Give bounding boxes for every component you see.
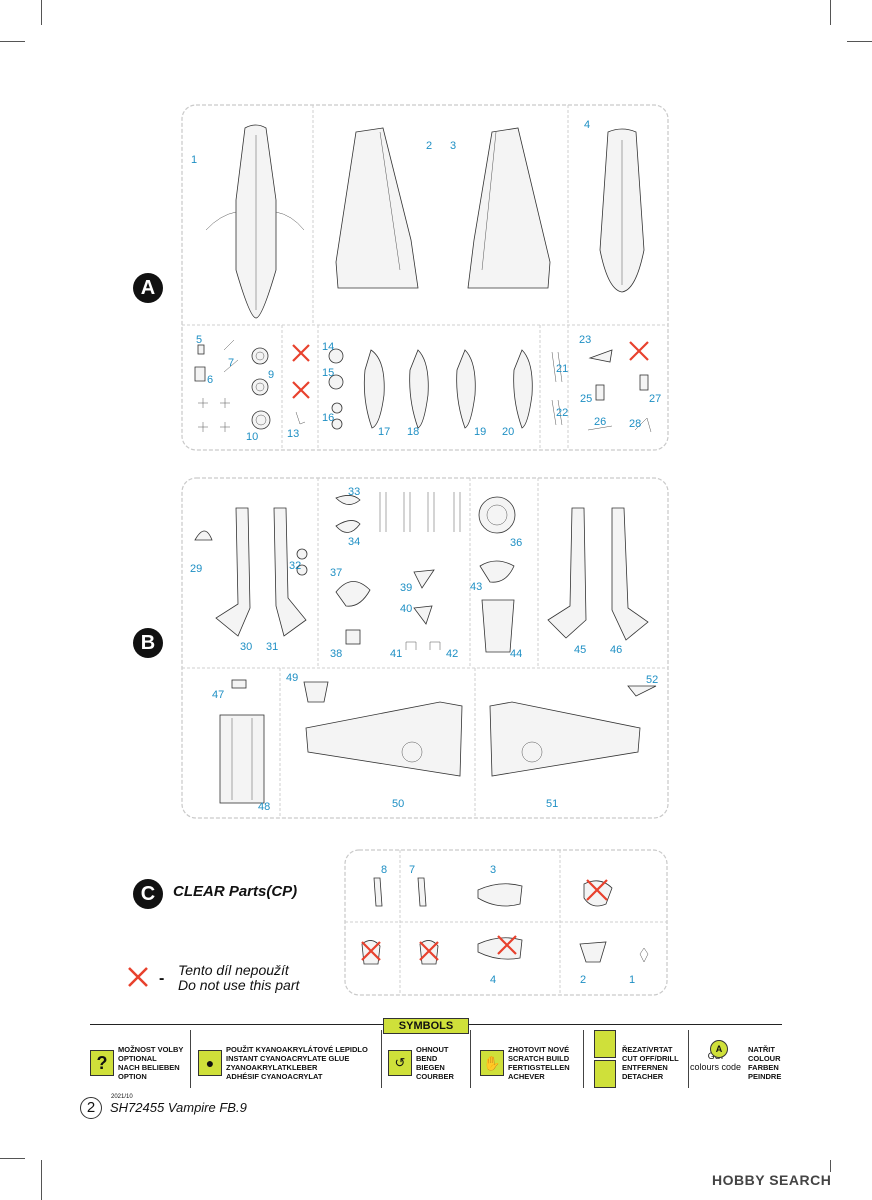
part-num: 9 [268,369,274,381]
part-num: 28 [629,418,641,430]
sprue-b [181,477,669,819]
part-num: 10 [246,431,258,443]
crop-mark [41,0,42,25]
legend-dash: - [159,970,165,987]
part-num: 31 [266,641,278,653]
part-num: 34 [348,536,360,548]
do-not-use-cross-icon [128,967,148,987]
part-num: 17 [378,426,390,438]
part-numbers: 1 2 3 4 5 6 7 9 10 13 14 15 16 17 18 19 … [190,119,661,986]
question-icon: ? [90,1050,114,1076]
paint-badge-icon: A [710,1040,728,1058]
kit-title: SH72455 Vampire FB.9 [110,1100,247,1115]
part-num: 52 [646,674,658,686]
part-num: 49 [286,672,298,684]
part-num: 8 [381,864,387,876]
section-a-badge: A [133,273,163,303]
divider [190,1030,191,1088]
crop-mark [0,41,25,42]
part-num: 3 [450,140,456,152]
legend-line-en: Do not use this part [178,977,300,993]
sprue-c [344,849,668,996]
part-num: 27 [649,393,661,405]
sprue-a [181,104,669,451]
crop-mark [0,1158,25,1159]
page-number: 2 [80,1097,102,1119]
crop-mark [830,1160,831,1172]
gsi-sub: colours code [690,1062,742,1072]
crop-mark [830,0,831,25]
part-num: 33 [348,486,360,498]
divider [470,1030,471,1088]
part-num: 41 [390,648,402,660]
part-num: 42 [446,648,458,660]
part-num: 45 [574,644,586,656]
legend-text: Tento díl nepoužít Do not use this part [178,963,299,993]
part-num: 7 [409,864,415,876]
crop-mark [41,1160,42,1200]
section-b-badge: B [133,628,163,658]
part-num: 50 [392,798,404,810]
part-num: 19 [474,426,486,438]
cut-icon [594,1030,616,1058]
part-num: 39 [400,582,412,594]
clear-parts-title: CLEAR Parts(CP) [173,883,298,900]
part-num: 36 [510,537,522,549]
part-num: 23 [579,334,591,346]
part-num: 2 [426,140,432,152]
part-num: 2 [580,974,586,986]
section-c-badge: C [133,879,163,909]
legend-line-cz: Tento díl nepoužít [178,962,289,978]
print-date: 2021/10 [111,1094,133,1100]
divider [688,1030,689,1088]
drill-icon [594,1060,616,1088]
part-num: 51 [546,798,558,810]
part-num: 25 [580,393,592,405]
part-num: 1 [629,974,635,986]
part-num: 43 [470,581,482,593]
bend-icon: ↺ [388,1050,412,1076]
part-num: 14 [322,341,334,353]
symbols-header: SYMBOLS [383,1018,469,1034]
part-num: 46 [610,644,622,656]
part-num: 6 [207,374,213,386]
part-num: 1 [191,154,197,166]
part-num: 47 [212,689,224,701]
part-num: 37 [330,567,342,579]
part-num: 22 [556,407,568,419]
part-num: 26 [594,416,606,428]
part-num: 48 [258,801,270,813]
part-num: 40 [400,603,412,615]
part-num: 44 [510,648,522,660]
divider [381,1030,382,1088]
part-num: 7 [228,357,234,369]
part-num: 4 [584,119,590,131]
part-num: 16 [322,412,334,424]
part-num: 5 [196,334,202,346]
divider [583,1030,584,1088]
crop-mark [847,41,872,42]
part-num: 13 [287,428,299,440]
part-num: 3 [490,864,496,876]
part-num: 29 [190,563,202,575]
part-num: 15 [322,367,334,379]
part-num: 20 [502,426,514,438]
part-num: 4 [490,974,496,986]
part-num: 21 [556,363,568,375]
hand-icon: ✋ [480,1050,504,1076]
glue-drop-icon: ● [198,1050,222,1076]
watermark: HOBBY SEARCH [712,1172,832,1188]
part-num: 18 [407,426,419,438]
part-num: 30 [240,641,252,653]
part-num: 32 [289,560,301,572]
part-num: 38 [330,648,342,660]
